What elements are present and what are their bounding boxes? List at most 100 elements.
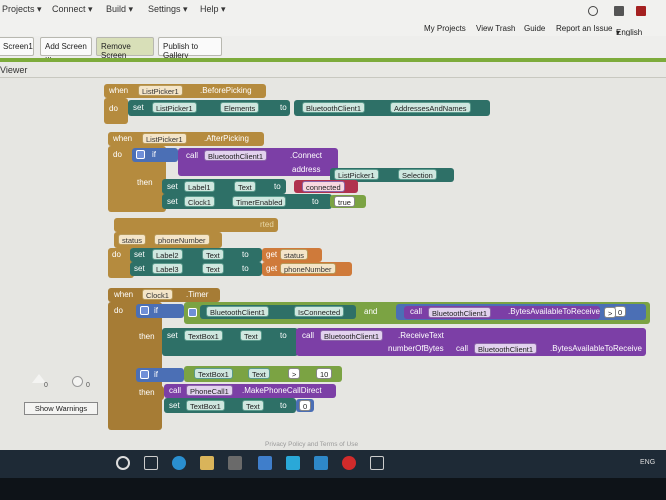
setter-block-elements[interactable]: set ListPicker1 Elements to (128, 100, 290, 116)
procedure-header[interactable]: rted (114, 218, 278, 232)
call-component[interactable]: BluetoothClient1 (204, 150, 268, 161)
menu-connect[interactable]: Connect ▾ (52, 4, 93, 14)
component-dropdown[interactable]: ListPicker1 (142, 133, 187, 144)
recv-component[interactable]: BluetoothClient1 (320, 330, 384, 341)
pc-component[interactable]: PhoneCall1 (186, 385, 233, 396)
boolean-block[interactable]: true (330, 195, 366, 208)
window-icon[interactable] (370, 456, 384, 470)
nb-component[interactable]: BluetoothClient1 (474, 343, 538, 354)
screen-select[interactable]: Screen1 (0, 37, 34, 56)
edge-browser-icon[interactable] (172, 456, 186, 470)
opera-icon[interactable] (342, 456, 356, 470)
bt-property[interactable]: IsConnected (294, 306, 345, 317)
menu-settings[interactable]: Settings ▾ (148, 4, 188, 14)
set-component[interactable]: TextBox1 (184, 330, 223, 341)
boolean-value[interactable]: true (334, 196, 355, 207)
app-icon[interactable] (286, 456, 300, 470)
file-explorer-icon[interactable] (200, 456, 214, 470)
set-property[interactable]: Text (240, 330, 262, 341)
if-block[interactable]: if (132, 148, 178, 162)
notification-icon[interactable] (636, 6, 646, 16)
call-bytes-available[interactable]: call BluetoothClient1 .BytesAvailableToR… (404, 306, 600, 319)
cmp-component[interactable]: TextBox1 (194, 368, 233, 379)
mutator-gear-icon[interactable] (136, 150, 145, 159)
cmp-value[interactable]: 10 (316, 368, 333, 379)
add-screen-button[interactable]: Add Screen ... (40, 37, 92, 60)
link-my-projects[interactable]: My Projects (424, 24, 466, 33)
getter-selection[interactable]: ListPicker1 Selection (330, 168, 454, 182)
set-property[interactable]: Text (202, 249, 224, 260)
setter-label1-text[interactable]: set Label1 Text to (162, 179, 286, 194)
store-icon[interactable] (228, 456, 242, 470)
event-block-after-picking[interactable]: when ListPicker1 .AfterPicking (108, 132, 264, 146)
link-guide[interactable]: Guide (524, 24, 546, 33)
dropbox-icon[interactable] (258, 456, 272, 470)
compare-textbox[interactable]: TextBox1 Text > 10 (184, 366, 342, 382)
set-component[interactable]: TextBox1 (186, 400, 225, 411)
if-block[interactable]: if (136, 304, 184, 318)
cmp-property[interactable]: Text (248, 368, 270, 379)
call-make-phone-call[interactable]: call PhoneCall1 .MakePhoneCallDirect (164, 384, 336, 398)
setter-textbox-text[interactable]: set TextBox1 Text to (162, 328, 298, 356)
mutator-gear-icon[interactable] (140, 306, 149, 315)
call-connect-block[interactable]: call BluetoothClient1 .Connect address (178, 148, 338, 176)
setter-clock-enabled[interactable]: set Clock1 TimerEnabled to (162, 194, 332, 209)
param-phone[interactable]: phoneNumber (154, 234, 210, 245)
mail-icon[interactable] (314, 456, 328, 470)
flag-icon[interactable] (614, 6, 624, 16)
remove-screen-button[interactable]: Remove Screen (96, 37, 154, 60)
number-block[interactable]: 0 (296, 399, 314, 412)
cmp-operator[interactable]: > (288, 368, 301, 379)
component-dropdown[interactable]: Clock1 (142, 289, 173, 300)
search-circle-icon[interactable] (116, 456, 130, 470)
set-property[interactable]: Text (234, 181, 256, 192)
text-literal-block[interactable]: connected (294, 180, 358, 193)
get-variable-phone[interactable]: get phoneNumber (262, 262, 352, 276)
var-name[interactable]: phoneNumber (280, 263, 336, 274)
target-dropdown[interactable]: ListPicker1 (152, 102, 197, 113)
menu-help[interactable]: Help ▾ (200, 4, 226, 14)
publish-gallery-button[interactable]: Publish to Gallery (158, 37, 222, 60)
property-dropdown[interactable]: Elements (220, 102, 260, 113)
selection-property[interactable]: Selection (398, 169, 437, 180)
bt-component[interactable]: BluetoothClient1 (206, 306, 270, 317)
call-component[interactable]: BluetoothClient1 (428, 307, 492, 318)
blocks-workspace[interactable]: when ListPicker1 .BeforePicking do set L… (0, 78, 666, 450)
set-property[interactable]: TimerEnabled (232, 196, 287, 207)
set-property[interactable]: Text (202, 263, 224, 274)
gear-icon[interactable] (588, 6, 598, 16)
set-component[interactable]: Label2 (152, 249, 183, 260)
task-view-icon[interactable] (144, 456, 158, 470)
event-block-before-picking[interactable]: when ListPicker1 .BeforePicking (104, 84, 266, 98)
param-status[interactable]: status (118, 234, 147, 245)
operator-dropdown[interactable]: > (604, 307, 617, 318)
language-indicator[interactable]: ENG (640, 459, 656, 466)
source-property[interactable]: AddressesAndNames (390, 102, 471, 113)
getter-block-addresses[interactable]: BluetoothClient1 AddressesAndNames (294, 100, 490, 116)
event-block-timer[interactable]: when Clock1 .Timer (108, 288, 220, 302)
source-component[interactable]: BluetoothClient1 (302, 102, 366, 113)
call-receive-text[interactable]: call BluetoothClient1 .ReceiveText numbe… (296, 328, 646, 356)
text-value[interactable]: connected (302, 181, 345, 192)
component-dropdown[interactable]: ListPicker1 (138, 85, 183, 96)
mutator-gear-icon[interactable] (140, 370, 149, 379)
link-report-issue[interactable]: Report an Issue (556, 24, 613, 33)
set-component[interactable]: Label3 (152, 263, 183, 274)
mutator-gear-icon[interactable] (188, 308, 197, 317)
set-component[interactable]: Label1 (184, 181, 215, 192)
privacy-link[interactable]: Privacy Policy and Terms of Use (265, 441, 359, 448)
setter-textbox-reset[interactable]: set TextBox1 Text to (164, 398, 296, 413)
get-variable-status[interactable]: get status (262, 248, 322, 262)
number-value[interactable]: 0 (299, 400, 312, 411)
var-name[interactable]: status (280, 249, 309, 260)
if-block-2[interactable]: if (136, 368, 184, 382)
set-property[interactable]: Text (242, 400, 264, 411)
menu-projects[interactable]: Projects ▾ (2, 4, 42, 14)
menu-build[interactable]: Build ▾ (106, 4, 134, 14)
getter-is-connected[interactable]: BluetoothClient1 IsConnected (200, 305, 356, 319)
show-warnings-button[interactable]: Show Warnings (24, 402, 98, 415)
set-component[interactable]: Clock1 (184, 196, 215, 207)
setter-label3[interactable]: set Label3 Text to (130, 262, 262, 276)
setter-label2[interactable]: set Label2 Text to (130, 248, 262, 262)
link-view-trash[interactable]: View Trash (476, 24, 516, 33)
